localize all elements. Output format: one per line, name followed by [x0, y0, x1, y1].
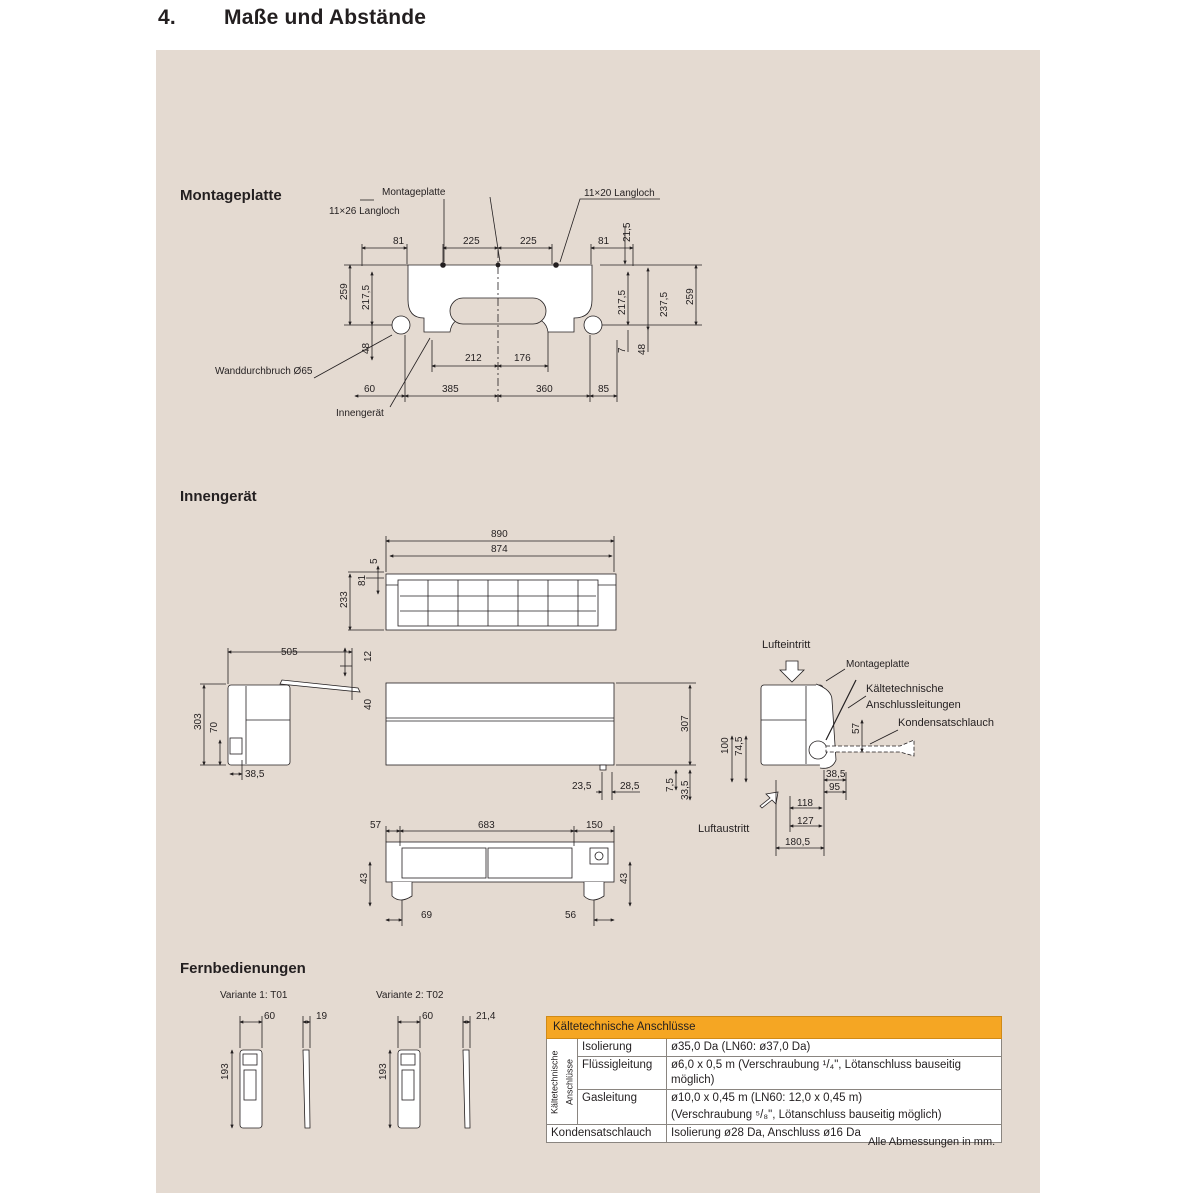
iu-dim-69: 69 [421, 910, 433, 921]
mp-dim-259-right: 259 [685, 288, 696, 305]
iu-dim-505: 505 [281, 647, 298, 658]
indoor-front-center-view [385, 682, 696, 801]
remote-drawings [230, 1016, 471, 1129]
heading-title: Maße und Abstände [224, 6, 427, 29]
row-label-isolierung: Isolierung [577, 1038, 667, 1057]
iu-dim-180-5: 180,5 [785, 837, 810, 848]
indoor-front-view [348, 536, 617, 631]
iu-dim-874: 874 [491, 544, 508, 555]
iu-dim-40: 40 [363, 698, 374, 710]
iu-dim-890: 890 [491, 529, 508, 540]
mp-label-langloch-right: 11×20 Langloch [584, 188, 655, 199]
row-label-kondensat: Kondensatschlauch [546, 1124, 667, 1143]
iu-dim-43-left: 43 [359, 872, 370, 884]
indoor-side-left-view [200, 647, 361, 780]
mp-dim-176: 176 [514, 353, 531, 364]
remote-v2-d: 21,4 [476, 1011, 496, 1022]
mp-dim-225-left: 225 [463, 236, 480, 247]
page-heading: 4. Maße und Abstände [158, 6, 426, 30]
remote-v1-h: 193 [220, 1063, 231, 1080]
mounting-plate-drawing [313, 196, 702, 408]
iu-label-kondensatschlauch: Kondensatschlauch [898, 717, 994, 729]
remote-v2-label: Variante 2: T02 [376, 990, 444, 1001]
row-value-gasleitung-2: (Verschraubung ⁵/₈", Lötanschluss bausei… [666, 1107, 1002, 1125]
mp-label-innengeraet: Innengerät [336, 408, 384, 419]
mp-dim-60: 60 [364, 384, 376, 395]
mp-dim-217-5-left: 217,5 [361, 285, 372, 310]
iu-dim-56: 56 [565, 910, 577, 921]
iu-label-luftaustritt: Luftaustritt [698, 823, 749, 835]
iu-dim-5: 5 [369, 558, 380, 564]
mp-dim-48-right: 48 [637, 343, 648, 355]
remote-v2-w: 60 [422, 1011, 434, 1022]
mp-dim-48-left: 48 [361, 342, 372, 354]
remote-v1-d: 19 [316, 1011, 328, 1022]
mp-dim-259-left: 259 [339, 283, 350, 300]
table-title: Kältetechnische Anschlüsse [546, 1016, 1002, 1039]
iu-dim-57-right: 57 [851, 722, 862, 734]
iu-dim-74-5: 74,5 [734, 736, 745, 756]
iu-dim-33-5: 33,5 [680, 780, 691, 800]
mp-dim-85: 85 [598, 384, 610, 395]
row-label-gasleitung: Gasleitung [577, 1089, 667, 1125]
row-label-fluessigleitung: Flüssigleitung [577, 1056, 667, 1090]
row-value-fluessigleitung: ø6,0 x 0,5 m (Verschraubung ¹/₄", Lötans… [666, 1056, 1002, 1090]
indoor-bottom-view [368, 826, 632, 926]
iu-dim-127: 127 [797, 816, 814, 827]
iu-dim-100: 100 [720, 737, 731, 754]
mp-dim-385: 385 [442, 384, 459, 395]
row-value-isolierung: ø35,0 Da (LN60: ø37,0 Da) [666, 1038, 1002, 1057]
mp-dim-360: 360 [536, 384, 553, 395]
mp-label-montageplatte: Montageplatte [382, 187, 446, 198]
iu-dim-38-5-left: 38,5 [245, 769, 265, 780]
iu-label-montageplatte: Montageplatte [846, 659, 910, 670]
row-value-kondensat: Isolierung ø28 Da, Anschluss ø16 Da [666, 1124, 1002, 1143]
mp-label-langloch-left: 11×26 Langloch [329, 206, 400, 217]
iu-dim-307: 307 [680, 715, 691, 732]
mp-dim-81-left: 81 [393, 236, 405, 247]
remote-v1-w: 60 [264, 1011, 276, 1022]
mp-label-wanddurchbruch: Wanddurchbruch Ø65 [215, 366, 313, 377]
iu-dim-38-5-right: 38,5 [826, 769, 846, 780]
row-value-gasleitung: ø10,0 x 0,45 m (LN60: 12,0 x 0,45 m) [666, 1089, 1002, 1107]
iu-label-anschlussleitungen: Anschlussleitungen [866, 699, 961, 711]
mp-dim-217-5-right: 217,5 [617, 290, 628, 315]
mp-dim-7: 7 [617, 347, 628, 353]
connections-table: Kältetechnische Anschlüsse Kältetechnisc… [546, 1016, 1002, 1143]
mp-dim-225-right: 225 [520, 236, 537, 247]
remote-v1-label: Variante 1: T01 [220, 990, 288, 1001]
iu-dim-81: 81 [357, 574, 368, 586]
iu-dim-7-5: 7,5 [665, 778, 676, 792]
mp-dim-81-right: 81 [598, 236, 610, 247]
iu-dim-12: 12 [363, 650, 374, 662]
mp-dim-21-5: 21,5 [622, 222, 633, 242]
mp-dim-212: 212 [465, 353, 482, 364]
iu-dim-118: 118 [797, 798, 813, 809]
iu-dim-28-5: 28,5 [620, 781, 640, 792]
iu-dim-233: 233 [339, 591, 350, 608]
iu-label-lufteintritt: Lufteintritt [762, 639, 810, 651]
iu-dim-43-right: 43 [619, 872, 630, 884]
iu-dim-150: 150 [586, 820, 603, 831]
iu-dim-683: 683 [478, 820, 495, 831]
mp-dim-237-5-right: 237,5 [659, 292, 670, 317]
heading-number: 4. [158, 6, 176, 29]
section-fernbedienungen: Fernbedienungen [180, 960, 306, 977]
section-montageplatte: Montageplatte [180, 187, 282, 204]
remote-v2-h: 193 [378, 1063, 389, 1080]
iu-dim-57: 57 [370, 820, 382, 831]
iu-label-kaeltetechnische: Kältetechnische [866, 683, 944, 695]
iu-dim-70: 70 [209, 721, 220, 733]
section-innengeraet: Innengerät [180, 488, 257, 505]
indoor-side-right-view [730, 660, 915, 856]
iu-dim-303: 303 [193, 713, 204, 730]
footnote: Alle Abmessungen in mm. [868, 1136, 996, 1148]
iu-dim-95: 95 [829, 782, 841, 793]
iu-dim-23-5: 23,5 [572, 781, 592, 792]
